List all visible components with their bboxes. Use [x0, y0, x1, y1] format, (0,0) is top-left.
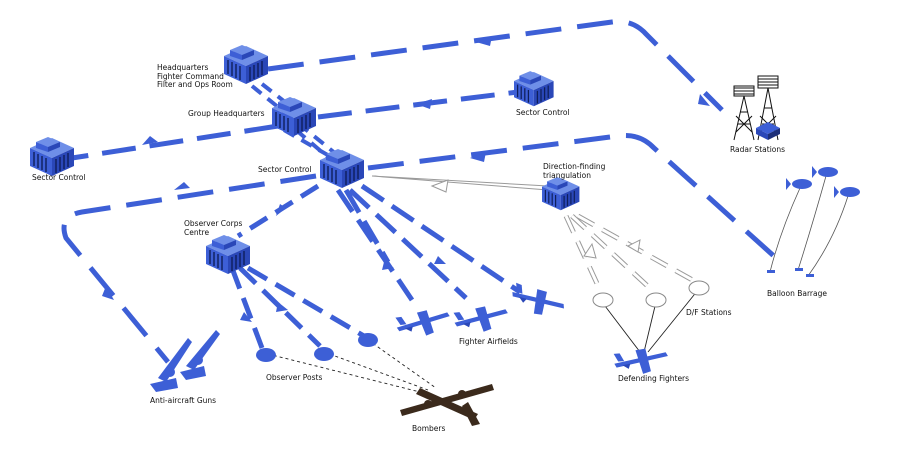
group-hq-label: Group Headquarters	[188, 109, 265, 118]
hq-label: Headquarters Fighter Command Filter and …	[157, 63, 233, 90]
sector-center-building-icon	[319, 148, 365, 189]
barrage-balloon-icon	[786, 166, 860, 198]
anti-aircraft-guns-label: Anti-aircraft Guns	[150, 396, 217, 405]
df-triangulation-lines	[601, 289, 699, 353]
fighter-airfields-label: Fighter Airfields	[459, 337, 518, 346]
route-sector-to-balloons	[367, 133, 778, 260]
group-hq-building-icon	[271, 96, 317, 137]
fighter-aircraft-icon	[395, 307, 452, 340]
sector-left-building-icon	[29, 136, 75, 177]
direction-finding-label: Direction-finding triangulation	[543, 162, 606, 180]
route-sector-to-guns	[61, 173, 317, 364]
fighter-aircraft-icon	[507, 279, 568, 324]
defending-fighter-aircraft-icon	[613, 347, 670, 376]
fighter-aircraft-icon	[453, 304, 510, 335]
df-building-icon	[541, 176, 580, 211]
df-station-icon	[592, 280, 710, 308]
sector-control-right-label: Sector Control	[516, 108, 570, 117]
sector-control-left-label: Sector Control	[32, 173, 86, 182]
route-hq-to-radar	[267, 19, 724, 112]
radar-stations-label: Radar Stations	[730, 145, 786, 154]
df-stations-label: D/F Stations	[686, 308, 732, 317]
observation-lines	[267, 339, 437, 393]
anti-aircraft-gun-icon	[150, 330, 220, 392]
sector-control-center-label: Sector Control	[258, 165, 312, 174]
route-observer-centre-to-posts	[229, 265, 366, 349]
route-df-to-sector	[371, 175, 549, 191]
bomber-aircraft-icon	[400, 384, 494, 426]
observer-post-icon	[256, 333, 378, 362]
defending-fighters-label: Defending Fighters	[618, 374, 690, 383]
sector-right-building-icon	[513, 70, 555, 107]
observer-corps-label: Observer Corps Centre	[184, 219, 243, 237]
route-group-hq-to-sector-left	[71, 123, 279, 161]
radar-tower-icon	[733, 75, 780, 141]
balloon-barrage-label: Balloon Barrage	[767, 289, 827, 298]
bombers-label: Bombers	[412, 424, 446, 433]
route-sector-to-airfields	[335, 183, 522, 302]
observer-posts-label: Observer Posts	[266, 373, 323, 382]
